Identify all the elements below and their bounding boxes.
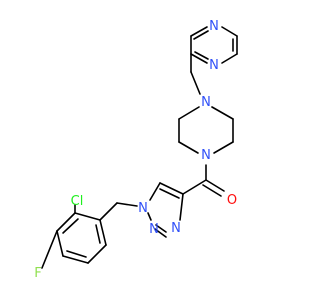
bond <box>178 106 200 120</box>
atom-label-nitrogen: N <box>209 19 219 34</box>
atom-label-fluorine: F <box>34 266 41 281</box>
bond <box>205 179 225 192</box>
bond <box>155 224 167 233</box>
bond <box>159 188 180 199</box>
atom-label-nitrogen: N <box>149 222 159 237</box>
bond <box>147 212 152 221</box>
bond <box>99 219 107 246</box>
atom-label-oxygen: O <box>227 193 237 208</box>
bond <box>221 53 238 64</box>
structure-svg: N N N N O N N N Cl F <box>34 19 238 281</box>
bond <box>159 182 184 195</box>
bond <box>202 184 222 197</box>
bond <box>56 212 76 232</box>
bond <box>74 212 101 221</box>
bond <box>182 179 207 195</box>
bond <box>190 53 208 64</box>
bond <box>154 228 167 238</box>
atom-label-nitrogen: N <box>138 201 148 216</box>
atom-label-nitrogen: N <box>171 221 181 236</box>
bond <box>190 26 208 37</box>
bond <box>213 141 234 154</box>
bond <box>99 202 118 221</box>
bond <box>56 230 64 257</box>
bond <box>149 182 161 201</box>
bond <box>66 250 87 258</box>
bond <box>190 71 201 95</box>
bond <box>178 141 199 154</box>
bond <box>62 218 79 234</box>
molecule-structure: N N N N O N N N Cl F <box>34 19 238 281</box>
atom-label-chlorine: Cl <box>71 194 84 209</box>
bond <box>221 26 238 37</box>
atom-label-nitrogen: N <box>209 58 219 73</box>
bond <box>194 51 209 60</box>
bond <box>95 224 101 244</box>
bond <box>62 255 89 264</box>
bond <box>116 202 138 207</box>
bond <box>87 244 107 264</box>
atom-label-nitrogen: N <box>201 95 211 110</box>
bond <box>211 106 234 120</box>
bond <box>179 193 184 221</box>
bond <box>41 230 58 269</box>
atom-labels: N N N N O N N N Cl F <box>34 19 237 281</box>
bonds <box>41 26 238 269</box>
atom-label-nitrogen: N <box>201 148 211 163</box>
bond <box>193 30 209 40</box>
